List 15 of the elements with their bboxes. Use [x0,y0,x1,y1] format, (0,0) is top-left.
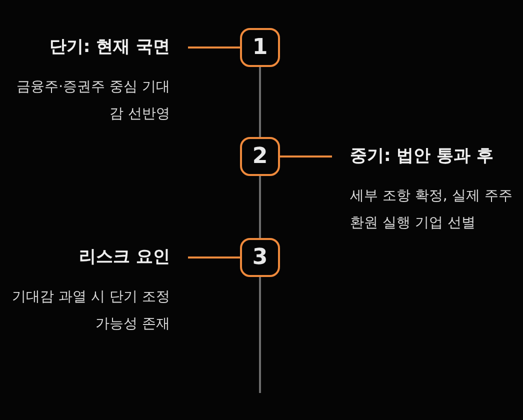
leader-line [280,156,332,158]
leader-line [188,256,240,258]
step-number-box: 1 [240,28,280,67]
step-heading: 리스크 요인 [78,246,170,269]
timeline-line [259,277,261,393]
step-number-box: 2 [240,137,280,176]
step-number-box: 3 [240,238,280,277]
timeline-line [259,67,261,137]
step-description: 세부 조항 확정, 실제 주주환원 실행 기업 선별 [350,187,514,233]
step-description: 금융주·증권주 중심 기대감 선반영 [16,78,170,124]
step-description: 기대감 과열 시 단기 조정 가능성 존재 [11,288,170,334]
timeline-line [259,176,261,238]
leader-line [188,46,240,48]
step-heading: 중기: 법안 통과 후 [350,145,495,168]
step-heading: 단기: 현재 국면 [48,36,170,59]
